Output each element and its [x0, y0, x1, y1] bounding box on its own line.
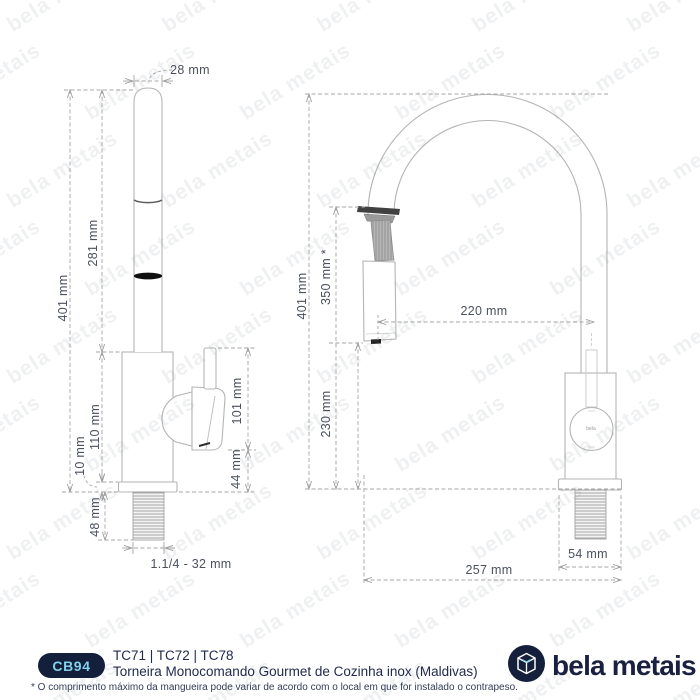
figure-side-view [357, 93, 623, 540]
spout-seam [133, 272, 163, 280]
threaded-shank [132, 491, 165, 541]
hose-connector [357, 206, 400, 215]
handle-joint [161, 391, 193, 447]
handle-lever [203, 347, 217, 390]
dim-left-total-height: 401 mm [56, 274, 70, 322]
dimension-lines-right [305, 94, 623, 584]
threaded-shank-side [574, 489, 607, 540]
dim-flange-height: 10 mm [73, 436, 87, 476]
brand-logo: bela metais [508, 645, 697, 687]
knob-brand-label: bela [586, 426, 596, 432]
dim-hose-length: 350 mm * [319, 249, 333, 305]
hose-footnote: * O comprimento máximo da mangueira pode… [31, 682, 518, 693]
technical-drawing [62, 69, 623, 584]
dim-handle-height: 101 mm [230, 377, 244, 425]
spray-outlet [371, 339, 381, 344]
model-codes: TC71 | TC72 | TC78 [113, 648, 234, 663]
flexible-hose [370, 219, 395, 262]
dim-body-height: 110 mm [88, 403, 102, 451]
base-flange-side [557, 478, 623, 491]
product-code-badge: CB94 [38, 653, 105, 678]
dim-handle-clearance: 44 mm [229, 449, 243, 489]
dim-right-total-height: 401 mm [295, 272, 309, 320]
brand-cube-icon [508, 645, 545, 687]
product-name: Torneira Monocomando Gourmet de Cozinha … [113, 664, 478, 679]
spray-head [362, 260, 397, 342]
dim-outlet-height: 230 mm [319, 390, 333, 438]
dimension-lines-left [62, 69, 256, 554]
dim-spout-diameter: 28 mm [170, 63, 210, 77]
handle-seam-dark [198, 442, 211, 447]
dim-base-width: 54 mm [568, 547, 608, 561]
handle-body [191, 386, 226, 451]
figure-front-view [117, 87, 226, 541]
dim-thread-length: 48 mm [88, 497, 102, 537]
dim-upper-height: 281 mm [86, 219, 100, 267]
brand-name: bela metais [552, 650, 697, 681]
spray-head-seam [365, 332, 396, 335]
dim-total-reach: 257 mm [465, 563, 513, 577]
faucet-spout-tube [133, 87, 163, 352]
gooseneck-arch [367, 93, 608, 374]
dim-thread-spec: 1.1/4 - 32 mm [150, 557, 232, 571]
dim-spout-reach: 220 mm [460, 304, 508, 318]
handle-knob [569, 406, 614, 452]
spout-ring [133, 199, 163, 204]
footer: CB94 TC71 | TC72 | TC78 Torneira Monocom… [0, 640, 700, 700]
base-flange [117, 481, 178, 493]
handle-seam [205, 395, 216, 450]
